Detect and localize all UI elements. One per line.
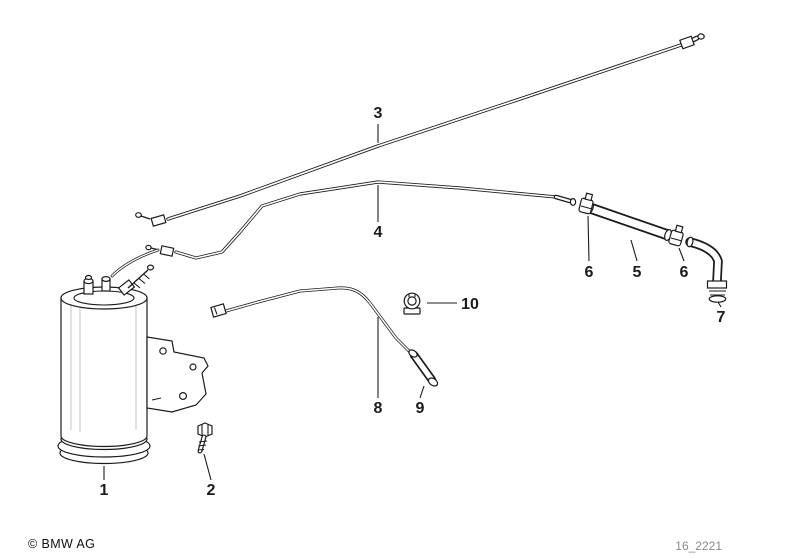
hose-9 [408, 349, 439, 387]
callout-7: 7 [717, 309, 726, 326]
carbon-canister-1 [57, 264, 155, 465]
canister-vent-hose [110, 248, 160, 278]
callout-labels: 1 2 3 4 5 6 6 7 8 9 10 [100, 105, 726, 499]
hose-5 [584, 202, 674, 241]
pipe-clip-10 [403, 292, 421, 315]
callout-3: 3 [374, 105, 383, 122]
diagram-code: 16_2221 [675, 539, 722, 553]
callout-1: 1 [100, 482, 109, 499]
callout-4: 4 [374, 224, 383, 241]
fuel-pipe-4 [145, 180, 577, 260]
callout-5: 5 [633, 264, 642, 281]
mounting-bracket [146, 336, 209, 413]
callout-10: 10 [461, 296, 479, 313]
hose-clamp-6a [578, 192, 594, 215]
callout-2: 2 [207, 482, 216, 499]
bolt-2 [197, 422, 213, 454]
hose-clamp-6b [668, 224, 684, 247]
elbow-fitting-7 [685, 236, 728, 303]
callout-6a: 6 [585, 264, 594, 281]
leader-lines [103, 124, 722, 481]
copyright-text: © BMW AG [28, 537, 96, 551]
fuel-pipe-3 [135, 33, 705, 227]
callout-6b: 6 [680, 264, 689, 281]
callout-9: 9 [416, 400, 425, 417]
vent-pipe-8 [210, 286, 413, 355]
callout-8: 8 [374, 400, 383, 417]
